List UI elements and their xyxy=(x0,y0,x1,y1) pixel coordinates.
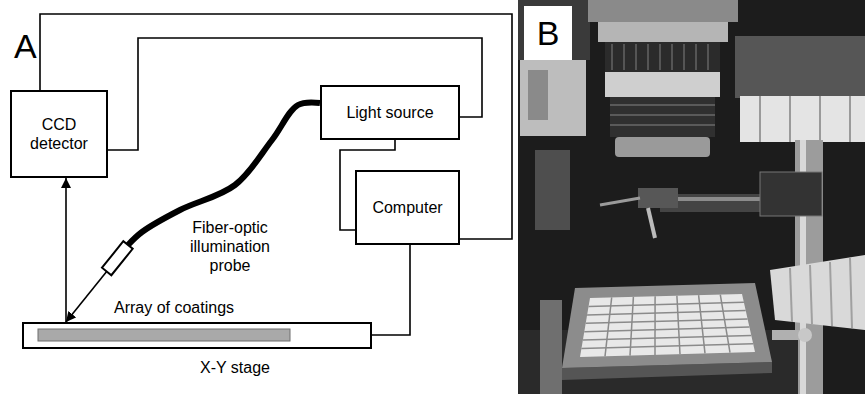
panel-letter: A xyxy=(14,26,37,67)
node-label: Computer xyxy=(372,198,442,217)
connector-line xyxy=(40,14,512,239)
connector xyxy=(372,245,410,335)
connector-line xyxy=(372,245,410,335)
node-label: Light source xyxy=(346,103,433,122)
connector-line xyxy=(66,271,107,322)
connector xyxy=(40,14,512,239)
callout-label: Fiber-optic illumination probe xyxy=(180,218,280,275)
node-label: Array of coatings xyxy=(114,298,234,317)
device-box: Light source xyxy=(320,85,460,140)
connector-line xyxy=(108,38,482,150)
panel-letter: B xyxy=(524,6,572,60)
probe-symbol xyxy=(102,241,133,275)
node-label: CCD detector xyxy=(16,115,102,153)
device-box: Computer xyxy=(355,170,460,245)
node-label: X-Y stage xyxy=(200,358,270,377)
photo-panel xyxy=(518,0,865,394)
connector xyxy=(66,178,67,322)
connector-line xyxy=(65,178,67,322)
device-box: CCD detector xyxy=(10,90,108,178)
coating-array-bar xyxy=(38,329,290,341)
stage-box: Array of coatingsX-Y stage xyxy=(22,322,372,349)
connector xyxy=(108,38,482,150)
